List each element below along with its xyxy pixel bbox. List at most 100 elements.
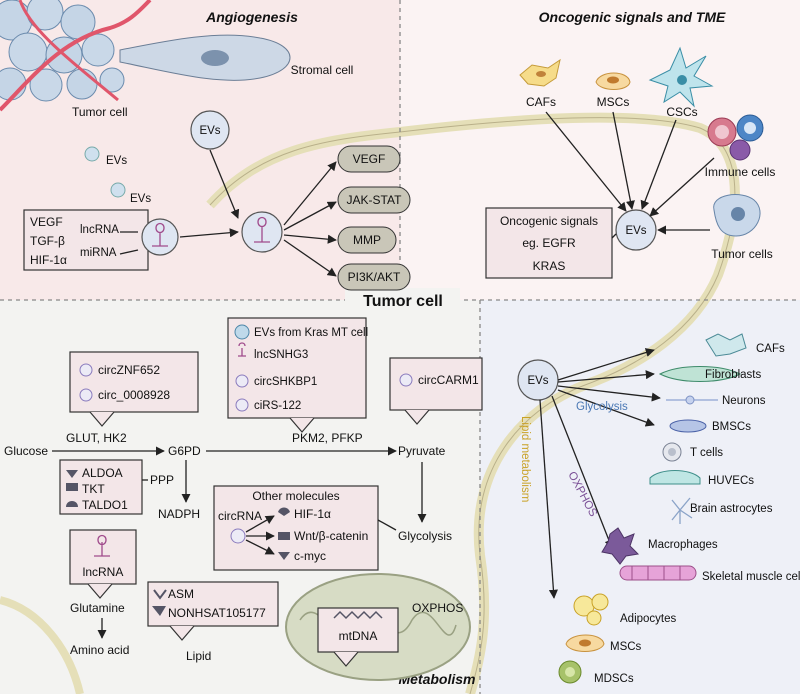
ev-kras-icon [234, 324, 250, 340]
pathway-mmp-label: MMP [353, 233, 381, 247]
circrna-icon-2 [79, 388, 93, 402]
cafs-target-icon [705, 333, 747, 357]
heading-tumor-cell: Tumor cell [363, 293, 443, 310]
ev-small-2 [110, 182, 126, 198]
label-glutamine: Glutamine [70, 601, 125, 615]
mdsc-icon [558, 660, 582, 684]
cmyc-icon [278, 552, 290, 560]
tkt-icon [66, 483, 78, 491]
connector-box-evs [611, 233, 617, 239]
target-mdscs: MDSCs [594, 673, 634, 685]
heading-angiogenesis: Angiogenesis [205, 9, 298, 25]
rna-mirna: miRNA [80, 247, 117, 259]
ev-tme [615, 209, 657, 251]
mtdna-label: mtDNA [339, 629, 378, 643]
muscle-cell-icon [619, 565, 697, 581]
mtdna-box-pointer [333, 651, 359, 667]
tcell-icon [662, 442, 682, 462]
target-bmscs: BMSCs [712, 421, 751, 433]
rna-hairpin-icon [152, 222, 168, 247]
rna-hairpin-icon-2 [254, 216, 270, 243]
arrow-evs-macrophages [551, 395, 614, 549]
label-evs-top: EVs [199, 125, 220, 137]
msc-target-icon [565, 634, 605, 652]
target-neurons: Neurons [722, 395, 766, 407]
dna-icon [333, 610, 383, 620]
arrow-evs-cafs [557, 348, 655, 381]
lncrna-box-pointer [87, 583, 113, 599]
label-cafs: CAFs [526, 95, 556, 109]
other-molecules-box [213, 485, 379, 571]
label-oxphos: OXPHOS [412, 601, 463, 615]
fibroblast-icon [658, 366, 742, 382]
label-evs-box: EVs [130, 193, 151, 205]
arrow-evs-fibroblasts [557, 370, 655, 383]
circ-box-pointer [89, 411, 115, 427]
connector-mirna [119, 249, 139, 255]
caf-icon [519, 58, 561, 87]
huvec-icon [649, 470, 701, 485]
arrow-evs-neurons [557, 385, 661, 402]
neuron-icon [666, 395, 718, 405]
arrow-cscs-evs [640, 119, 677, 210]
tumor-cell-membrane-line [209, 117, 736, 694]
target-adipocytes: Adipocytes [620, 613, 677, 625]
cirs122-icon [235, 398, 249, 412]
legend-circshkbp1: circSHKBP1 [254, 376, 317, 388]
target-huvecs: HUVECs [708, 475, 754, 487]
lipid-box [147, 581, 279, 627]
legend-ev-kras: EVs from Kras MT cell [254, 327, 368, 339]
lncrna-icon [238, 342, 246, 357]
heading-oncogenic: Oncogenic signals and TME [539, 9, 726, 25]
neighbor-cell-edge [0, 596, 84, 694]
bmsc-icon [669, 419, 707, 433]
other-molecules-title: Other molecules [252, 489, 339, 503]
ev-vesicle-top [190, 110, 230, 150]
arrow-to-jak-stat [283, 201, 337, 231]
label-ppp: PPP [150, 473, 174, 487]
pathway-jak-stat-label: JAK-STAT [347, 193, 403, 207]
arrow-to-cell-ev [179, 228, 239, 238]
arrow-evs-adipocytes [539, 399, 558, 599]
label-stromal-cell: Stromal cell [291, 63, 354, 77]
kras-box-pointer [289, 417, 315, 433]
arrow-circrna-hif [245, 515, 275, 533]
tumor-cells-icon [713, 194, 761, 237]
other-circrna-icon [230, 528, 246, 544]
circshkbp1-icon [235, 374, 249, 388]
astrocyte-icon [671, 497, 693, 524]
center-label-bg [345, 288, 460, 312]
arrow-evs-tcells [557, 389, 655, 427]
target-tcells: T cells [690, 447, 723, 459]
label-lipid-metabolism: Lipid metabolism [519, 416, 531, 502]
arrow-to-mmp [283, 234, 337, 244]
immune-cells-icon [707, 114, 764, 161]
label-evs-small: EVs [106, 155, 127, 167]
arrow-immune-evs [649, 157, 715, 217]
target-macrophages: Macrophages [648, 539, 718, 551]
target-skeletal-muscle: Skeletal muscle cells [702, 571, 800, 583]
oncogenic-egfr: eg. EGFR [522, 236, 576, 250]
other-hif: HIF-1α [294, 507, 331, 521]
lncrna-box-icon [94, 534, 110, 557]
circcarm1-pointer [404, 409, 430, 425]
label-glycolysis-target: Glycolysis [576, 401, 628, 413]
tumor-cell-cluster [0, 0, 152, 112]
ppp-tkt: TKT [82, 482, 105, 496]
circcarm1-icon [399, 373, 413, 387]
label-cscs: CSCs [666, 105, 697, 119]
adipocyte-icon [573, 593, 609, 626]
label-glucose: Glucose [4, 444, 48, 458]
target-cafs: CAFs [756, 343, 785, 355]
label-tumor-cell: Tumor cell [72, 105, 128, 119]
pathway-pi3k-akt [337, 263, 411, 291]
factor-hif-1a: HIF-1α [30, 253, 67, 267]
legend-cirs122: ciRS-122 [254, 400, 301, 412]
target-fibroblasts: Fibroblasts [705, 369, 761, 381]
pathway-mmp [337, 226, 397, 254]
pathway-pi3k-akt-label: PI3K/AKT [348, 270, 401, 284]
label-g6pd: G6PD [168, 444, 201, 458]
label-pkm2-pfkp: PKM2, PFKP [292, 431, 363, 445]
circ-box [69, 351, 199, 413]
oncogenic-title: Oncogenic signals [500, 214, 598, 228]
